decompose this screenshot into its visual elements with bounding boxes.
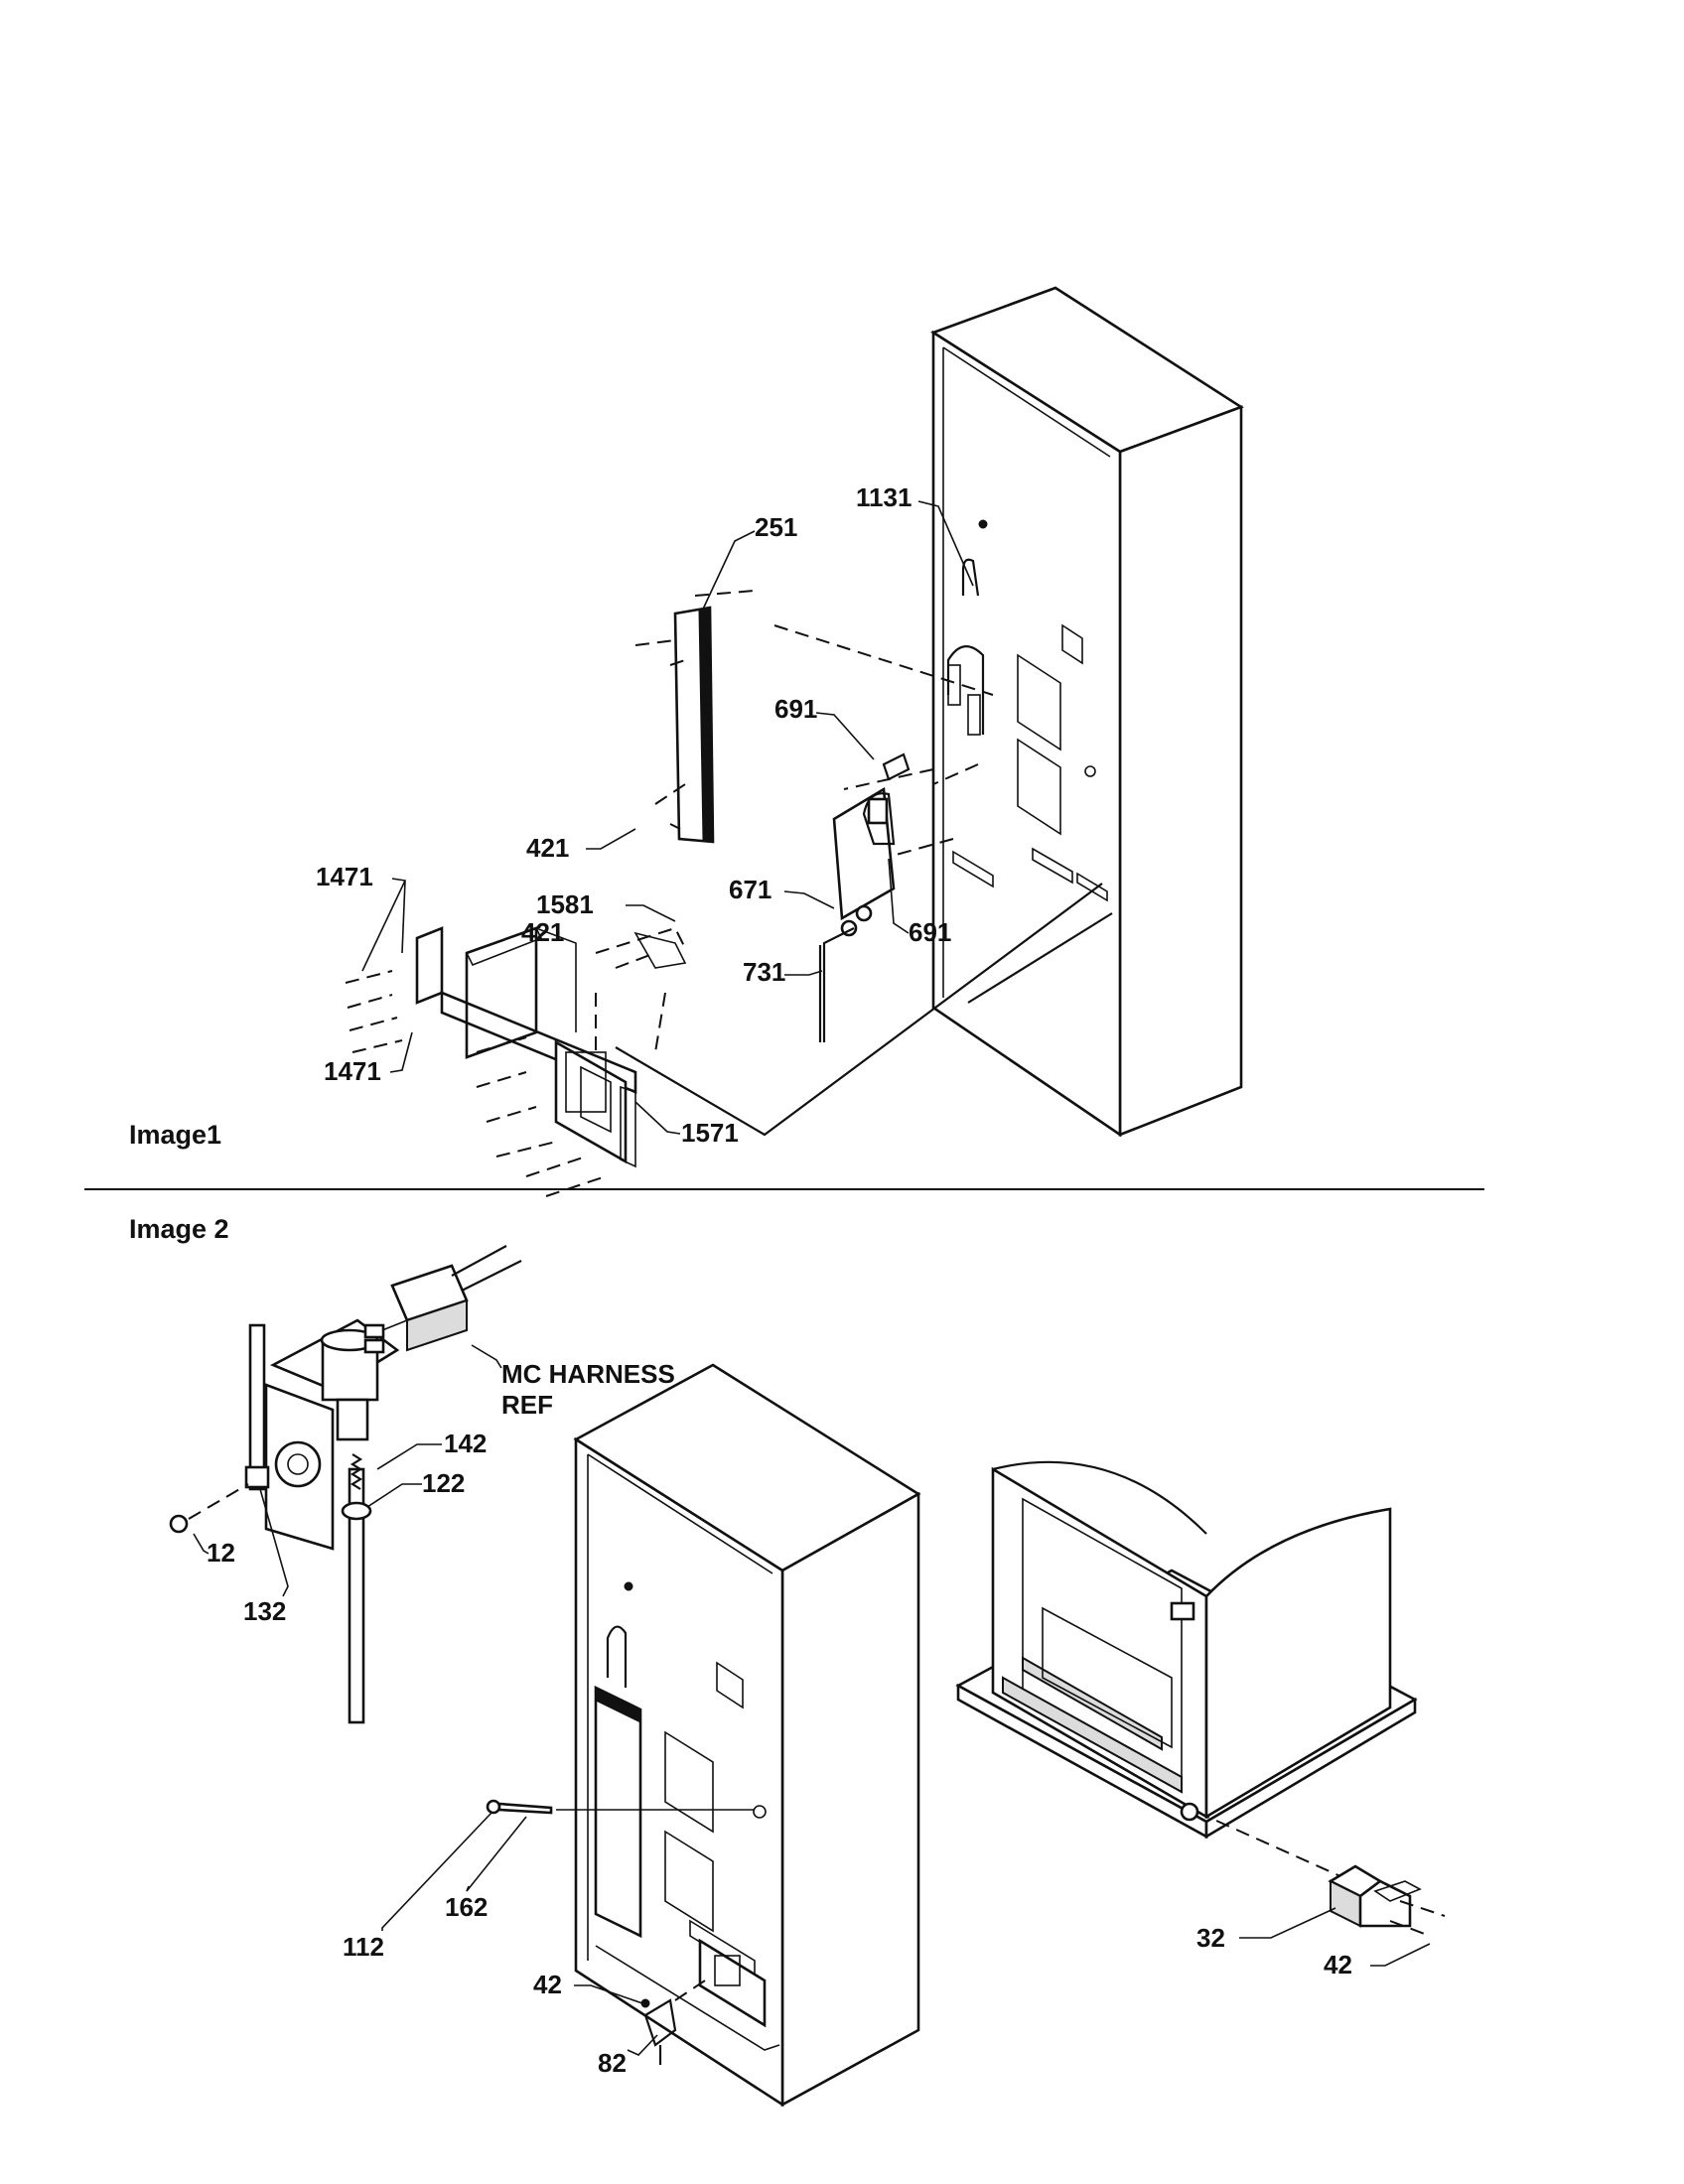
label-421-left: 421: [526, 833, 569, 863]
label-112: 112: [343, 1932, 384, 1962]
image1-section: 1131 251 691 421 671 691 1471 1581 421 7…: [129, 286, 1244, 1197]
part-731-tube: [818, 927, 855, 1042]
image2-section: Image 2: [129, 1214, 1446, 2108]
label-1581: 1581: [536, 889, 594, 919]
image1-leaders: [361, 500, 974, 1135]
label-mc-harness: MC HARNESS: [501, 1359, 675, 1389]
refrigerator-cabinet-bottom: [486, 1363, 921, 2108]
label-82: 82: [598, 2048, 627, 2078]
label-1571: 1571: [681, 1118, 739, 1148]
label-1131: 1131: [856, 482, 912, 512]
label-12: 12: [207, 1538, 235, 1568]
label-421-mid: 421: [521, 917, 564, 947]
water-valve-assembly: [169, 1245, 522, 1724]
label-142: 142: [444, 1429, 487, 1458]
label-251: 251: [755, 512, 797, 542]
label-691-bottom: 691: [909, 917, 951, 947]
label-1471-bottom: 1471: [324, 1056, 381, 1086]
label-132: 132: [243, 1596, 286, 1626]
label-691-top: 691: [774, 694, 817, 724]
label-ref: REF: [501, 1390, 553, 1420]
part-251-panel: [634, 606, 715, 844]
label-731: 731: [743, 957, 785, 987]
label-32: 32: [1196, 1923, 1225, 1953]
part-1571-bracket: [415, 926, 687, 1168]
refrigerator-cabinet-top: [930, 286, 1244, 1138]
image2-leaders: [193, 1344, 1431, 2056]
label-1471-top: 1471: [316, 862, 373, 891]
label-122: 122: [422, 1468, 465, 1498]
part-671-plate: [832, 752, 911, 937]
fasteners-1471: [345, 970, 607, 1197]
caption-image2: Image 2: [129, 1214, 229, 1244]
freezer-frame: [955, 1460, 1446, 1937]
label-162: 162: [445, 1892, 488, 1922]
caption-image1: Image1: [129, 1120, 221, 1150]
label-42-right: 42: [1324, 1950, 1352, 1979]
label-671: 671: [729, 875, 772, 904]
label-42-left: 42: [533, 1970, 562, 1999]
